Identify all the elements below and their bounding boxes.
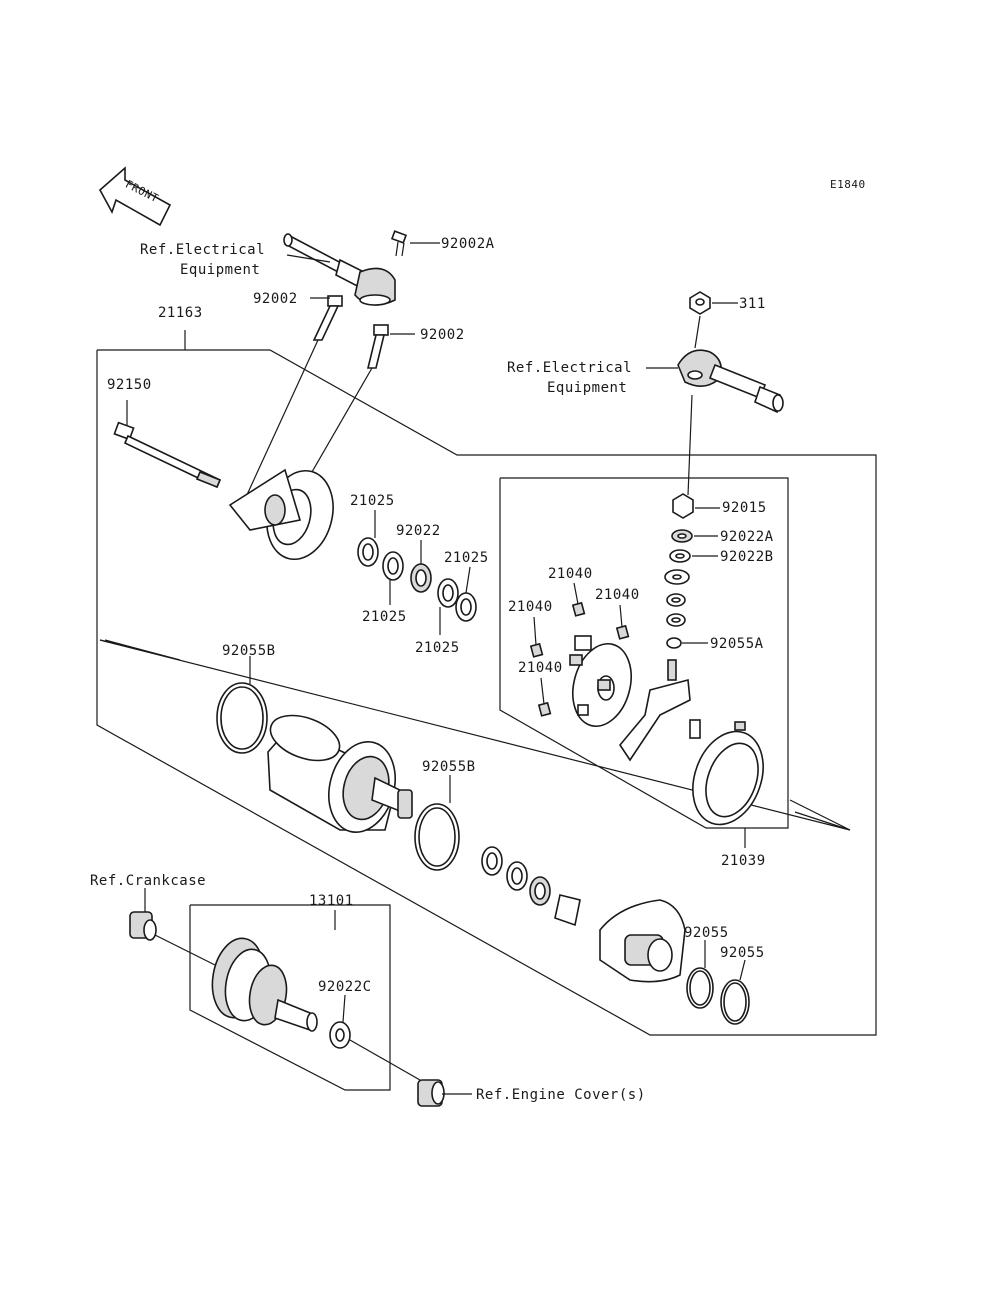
- brush-21040-b: [615, 624, 630, 640]
- electrical-cable-left: [283, 233, 396, 306]
- brush-21040-d: [537, 701, 552, 717]
- subassembly-outline-13101: [189, 904, 391, 1091]
- label-92055A: 92055A: [710, 636, 764, 652]
- label-ref-elec-left-1: Ref.Electrical: [140, 242, 265, 258]
- alignment-arrow-right: [789, 799, 851, 831]
- label-92015: 92015: [722, 500, 767, 516]
- leader-21040-d: [540, 677, 545, 705]
- label-311: 311: [739, 296, 766, 312]
- terminal-path: [687, 394, 693, 496]
- subassembly-outline-21039: [499, 477, 789, 829]
- label-21040-d: 21040: [518, 660, 563, 676]
- label-92022B: 92022B: [720, 549, 774, 565]
- label-92055B-a: 92055B: [222, 643, 276, 659]
- engine-cover-bushing: [417, 1079, 445, 1107]
- brush-21040-c: [529, 642, 544, 658]
- brush-plate: [569, 635, 632, 728]
- label-ref-elec-right-2: Equipment: [547, 380, 627, 396]
- engine-cover-path: [349, 1039, 421, 1081]
- leader-92022C: [342, 994, 346, 1023]
- bolt-92002-b: [366, 324, 389, 369]
- brush-21040-a: [571, 601, 586, 617]
- label-92055-b: 92055: [720, 945, 765, 961]
- leader-21040-b: [619, 604, 623, 628]
- leader-21040-a: [573, 582, 579, 605]
- starter-clutch-gear: [211, 937, 318, 1032]
- label-21040-a: 21040: [548, 566, 593, 582]
- washer-92022C-hole: [335, 1028, 345, 1042]
- leader-21040-c: [533, 616, 537, 646]
- label-92002A: 92002A: [441, 236, 495, 252]
- leader-21025-b: [465, 566, 471, 594]
- rear-end-cover: [228, 468, 334, 561]
- label-21039: 21039: [721, 853, 766, 869]
- nut-path: [694, 315, 701, 349]
- terminal-hardware-stack: [664, 493, 694, 649]
- bolt-path-a: [239, 339, 319, 511]
- label-ref-elec-right-1: Ref.Electrical: [507, 360, 632, 376]
- label-21025-a: 21025: [350, 493, 395, 509]
- diagram-code: E1840: [830, 178, 866, 191]
- assembly-outline-21163: [96, 349, 877, 1036]
- front-direction-arrow: FRONT: [98, 166, 172, 227]
- label-92150: 92150: [107, 377, 152, 393]
- o-ring-92055-b-inner: [723, 982, 747, 1022]
- nut-311: [689, 291, 711, 315]
- o-ring-92055-a-inner: [689, 970, 711, 1006]
- label-92002-a: 92002: [253, 291, 298, 307]
- label-21025-b: 21025: [444, 550, 489, 566]
- leader-92055-b: [739, 959, 746, 981]
- label-21040-b: 21040: [595, 587, 640, 603]
- crankcase-bushing: [129, 911, 157, 941]
- through-bolt-92150: [113, 421, 222, 489]
- label-ref-crankcase: Ref.Crankcase: [90, 873, 206, 889]
- label-21025-d: 21025: [415, 640, 460, 656]
- label-21163: 21163: [158, 305, 203, 321]
- electrical-cable-right: [677, 349, 784, 414]
- leader-ref-elec-left: [286, 254, 331, 263]
- label-92022A: 92022A: [720, 529, 774, 545]
- washer-stack: [357, 537, 477, 622]
- label-92022C: 92022C: [318, 979, 372, 995]
- front-end-cover: [599, 899, 686, 983]
- label-92022: 92022: [396, 523, 441, 539]
- label-13101: 13101: [309, 893, 354, 909]
- motor-yoke: [267, 714, 413, 833]
- brush-holder-ring: [692, 721, 764, 826]
- label-92002-b: 92002: [420, 327, 465, 343]
- label-21040-c: 21040: [508, 599, 553, 615]
- terminal-bracket: [619, 659, 701, 762]
- o-ring-92055B-b-inner: [418, 807, 456, 867]
- crankcase-path: [154, 934, 216, 966]
- alignment-arrow-left: [99, 639, 181, 661]
- label-ref-elec-left-2: Equipment: [180, 262, 260, 278]
- label-92055-a: 92055: [684, 925, 729, 941]
- front-shim-stack: [481, 846, 581, 927]
- bolt-92002-a: [312, 295, 343, 341]
- label-21025-c: 21025: [362, 609, 407, 625]
- bolt-92002A: [390, 230, 408, 257]
- label-92055B-b: 92055B: [422, 759, 476, 775]
- label-ref-engine-cover: Ref.Engine Cover(s): [476, 1087, 646, 1103]
- o-ring-92055B-a-inner: [220, 686, 264, 750]
